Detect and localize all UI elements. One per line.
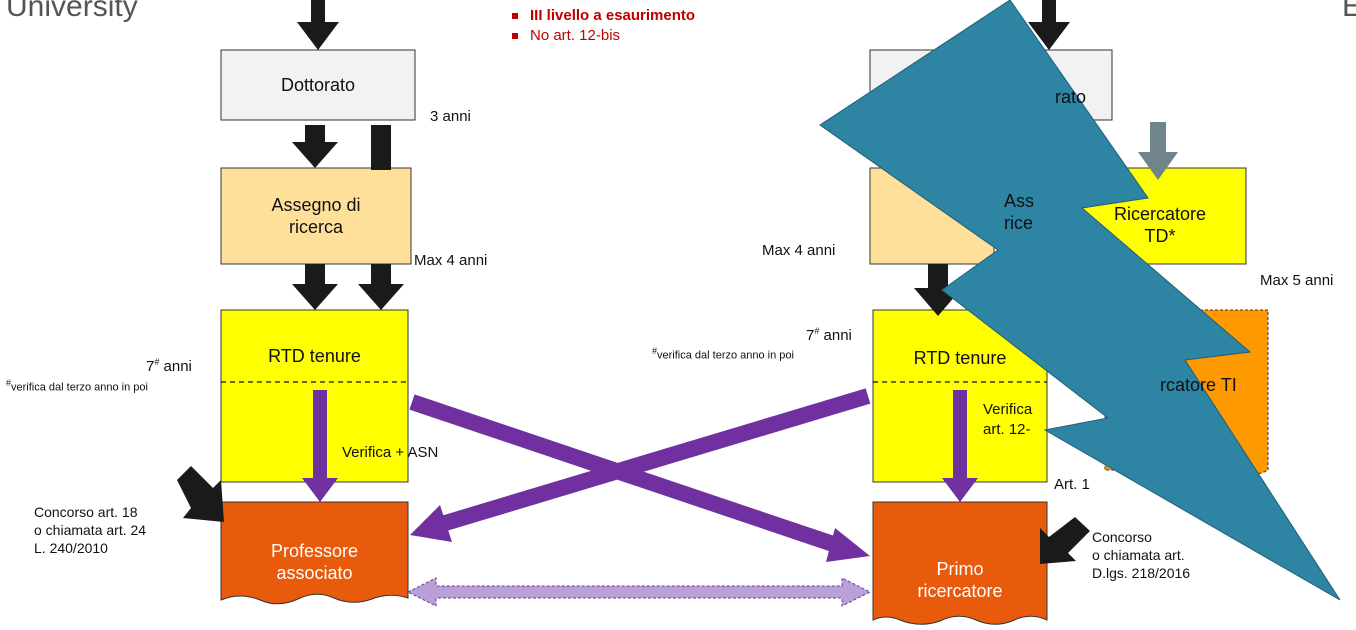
rtd-note-sup-right: # [652, 346, 658, 356]
rtd-years-sup-left: # [154, 357, 160, 367]
rtd-note-text-right: verifica dal terzo anno in poi [657, 349, 794, 362]
dottorato-label-left: Dottorato [280, 75, 356, 95]
professore-line2: associato [276, 563, 353, 583]
primo-ricercatore-box [872, 501, 1048, 625]
assegno-years-right: Max 4 anni [762, 242, 836, 259]
ricercatore-td-years: Max 5 anni [1260, 272, 1334, 289]
verifica-line2-right: art. 12- [983, 421, 1031, 438]
concorso-line3-right: D.lgs. 218/2016 [1092, 565, 1191, 581]
arrow-assegno-to-rtd-left [292, 264, 338, 310]
verifica-art12-label: Verifica art. 12- [983, 400, 1032, 440]
rtd-years-unit-left: anni [159, 358, 192, 375]
assegno-box-left [220, 167, 412, 265]
arrow-concorso-to-professore [177, 466, 224, 522]
professore-label: Professore associato [221, 540, 408, 584]
assegno-line2-left: ricerca [288, 217, 343, 237]
assegno-label-left: Assegno di ricerca [221, 194, 411, 238]
rtd-years-left: 7# anni [146, 357, 192, 375]
note-item: No art. 12-bis [510, 26, 695, 46]
arrow-down-into-dottorato-left [297, 0, 339, 50]
arrow-concorso-to-primo [1040, 517, 1090, 564]
verifica-line1-right: Verifica [983, 401, 1033, 418]
art-label-right: Art. 1 [1054, 476, 1090, 493]
rtd-years-right: 7# anni [806, 326, 852, 344]
bar-dottorato-to-rtd [371, 125, 391, 170]
rtd-label-left: RTD tenure [268, 346, 361, 366]
header-left-title: University [6, 0, 138, 23]
rtd-note-sup-left: # [6, 378, 12, 388]
arrowhead-rtd-to-professore [302, 478, 338, 502]
assegno-line1-left: Assegno di [271, 195, 361, 215]
arrow-dottorato-to-ricercatore-td [1138, 122, 1178, 180]
double-arrow-professore-primo [406, 577, 872, 607]
rtd-note-right: #verifica dal terzo anno in poi [652, 346, 794, 362]
concorso-line2-right: o chiamata art. [1092, 547, 1185, 563]
arrow-down-into-dottorato-right [1028, 0, 1070, 50]
concorso-label-right: Concorso o chiamata art. D.lgs. 218/2016 [1092, 528, 1190, 582]
notes-list: III livello a esaurimento No art. 12-bis [510, 6, 695, 46]
assegno-label-right: Ass rice [1004, 190, 1064, 234]
rtd-years-num-left: 7 [146, 358, 155, 375]
arrow-dottorato-to-rtd-left [358, 264, 404, 310]
rtd-note-text-left: verifica dal terzo anno in poi [11, 381, 148, 394]
dottorato-box-left [220, 49, 416, 121]
dottorato-label-right: rato [1055, 87, 1087, 107]
arrow-dottorato-to-assegno-left [292, 125, 338, 168]
primo-line1: Primo [936, 559, 984, 579]
assegno-line2-right: rice [1004, 213, 1034, 233]
arrowhead-rtd-to-primo [942, 478, 978, 502]
header-right-title: E [1342, 0, 1356, 23]
concorso-line1-right: Concorso [1092, 529, 1152, 545]
primo-line2: ricercatore [917, 581, 1003, 601]
arrowhead-rtd-right-to-professore [410, 505, 452, 542]
professore-associato-box [220, 501, 409, 605]
assegno-line1-right: Ass [1004, 191, 1035, 211]
concorso-line2-left: o chiamata art. 24 [34, 522, 147, 538]
professore-line1: Professore [270, 541, 359, 561]
lightning-bolt [819, 0, 1341, 601]
ricercatore-td-line2: TD* [1144, 226, 1176, 246]
primo-ricercatore-label: Primo ricercatore [873, 558, 1047, 602]
note-item: III livello a esaurimento [510, 6, 695, 26]
verifica-asn-label: Verifica + ASN [342, 444, 439, 461]
concorso-label-left: Concorso art. 18 o chiamata art. 24 L. 2… [34, 503, 146, 557]
ricercatore-ti-label: rcatore TI [1160, 375, 1237, 395]
arrow-rtd-right-to-professore [429, 388, 871, 535]
concorso-line3-left: L. 240/2010 [34, 540, 108, 556]
dottorato-years-left: 3 anni [430, 108, 471, 125]
rtd-years-num-right: 7 [806, 327, 815, 344]
rtd-label-right: RTD tenure [913, 348, 1007, 368]
arrowhead-rtd-left-to-primo [826, 528, 870, 562]
assegno-years-left: Max 4 anni [414, 252, 488, 269]
ricercatore-td-label: Ricercatore TD* [1074, 203, 1246, 247]
rtd-years-sup-right: # [814, 326, 820, 336]
concorso-line1-left: Concorso art. 18 [34, 504, 138, 520]
arrow-assegno-to-rtd-right [914, 264, 962, 316]
rtd-years-unit-right: anni [819, 327, 852, 344]
ricercatore-td-line1: Ricercatore [1113, 204, 1207, 224]
rtd-note-left: #verifica dal terzo anno in poi [6, 378, 148, 394]
